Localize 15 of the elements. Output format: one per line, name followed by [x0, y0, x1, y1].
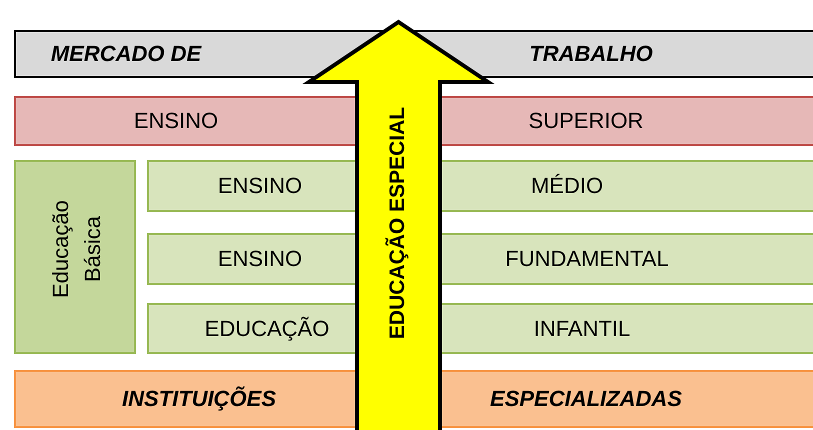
level-label: EDUCAÇÃO [204, 316, 330, 342]
level-label: FUNDAMENTAL [505, 246, 669, 272]
group-box [14, 160, 136, 354]
arrow-label: EDUCAÇÃO ESPECIAL [386, 106, 410, 340]
level-label: SUPERIOR [528, 108, 644, 134]
level-label: ENSINO [134, 108, 218, 134]
level-label: ENSINO [218, 246, 302, 272]
level-label: MERCADO DE [50, 41, 202, 67]
group-label: Educação Básica [47, 199, 106, 300]
level-label: MÉDIO [530, 173, 604, 199]
level-label: INFANTIL [534, 316, 630, 342]
level-label: ESPECIALIZADAS [490, 386, 682, 412]
level-label: INSTITUIÇÕES [122, 386, 276, 412]
level-label: TRABALHO [529, 41, 653, 67]
level-label: ENSINO [218, 173, 302, 199]
